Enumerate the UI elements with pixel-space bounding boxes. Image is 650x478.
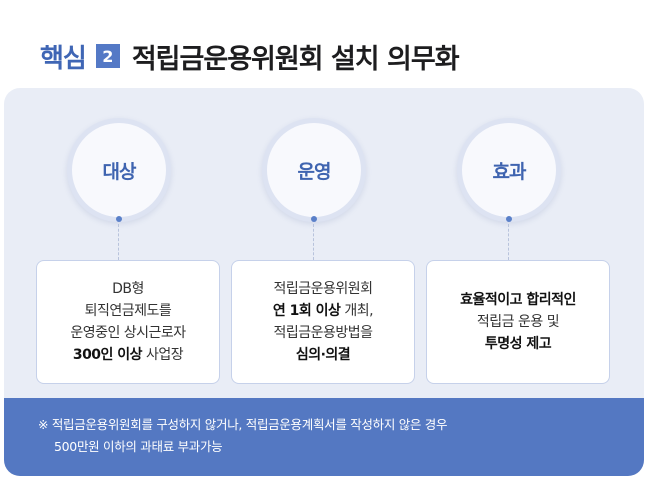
circle-label: 효과 — [492, 160, 527, 183]
card-text: 운영중인 상시근로자 — [70, 325, 186, 341]
card-text-bold: 심의·의결 — [295, 347, 351, 363]
card-text-bold: 효율적이고 합리적인 — [460, 292, 576, 308]
card-line: 투명성 제고 — [484, 333, 552, 355]
card-line: 퇴직연금제도를 — [85, 300, 172, 322]
connector-line — [118, 224, 119, 260]
card-line: 적립금운용방법을 — [273, 322, 373, 344]
page-title: 핵심 2 적립금운용위원회 설치 의무화 — [40, 36, 460, 76]
card-text-bold: 투명성 제고 — [484, 336, 552, 352]
title-main: 적립금운용위원회 설치 의무화 — [131, 43, 460, 75]
connector-dot — [311, 216, 317, 222]
title-number-badge: 2 — [95, 44, 120, 68]
card-line: 적립금 운용 및 — [476, 311, 560, 333]
connector-dot — [116, 216, 122, 222]
card-text: 적립금운용방법을 — [273, 325, 373, 341]
note-line-2: 500만원 이하의 과태료 부과가능 — [54, 439, 223, 454]
card-text: 개최, — [340, 303, 374, 319]
connector-line — [508, 224, 509, 260]
circle-label: 대상 — [102, 160, 137, 183]
connector-line — [313, 224, 314, 260]
connector-dot — [506, 216, 512, 222]
circle-target: 대상 — [67, 118, 171, 222]
card-text: 적립금 운용 및 — [476, 314, 560, 330]
card-text: 적립금운용위원회 — [273, 281, 373, 297]
card-line: DB형 — [112, 278, 144, 300]
card-text: 사업장 — [142, 347, 184, 363]
penalty-note: ※ 적립금운용위원회를 구성하지 않거나, 적립금운용계획서를 작성하지 않은 … — [4, 398, 644, 476]
card-line: 운영중인 상시근로자 — [70, 322, 186, 344]
card-line: 연 1회 이상 개최, — [272, 300, 374, 322]
circle-effect: 효과 — [457, 118, 561, 222]
card-line: 효율적이고 합리적인 — [460, 289, 576, 311]
card-text: 퇴직연금제도를 — [84, 303, 172, 319]
card-line: 300인 이상 사업장 — [72, 344, 184, 366]
circle-label: 운영 — [297, 160, 332, 183]
card-text-bold: 연 1회 이상 — [272, 303, 341, 319]
circle-operation: 운영 — [262, 118, 366, 222]
card-line: 적립금운용위원회 — [273, 278, 373, 300]
card-text: DB형 — [112, 281, 144, 297]
card-text-bold: 300인 이상 — [72, 347, 143, 363]
note-line-1: ※ 적립금운용위원회를 구성하지 않거나, 적립금운용계획서를 작성하지 않은 … — [38, 417, 448, 432]
title-keyword: 핵심 — [40, 43, 87, 74]
card-line: 심의·의결 — [295, 344, 351, 366]
